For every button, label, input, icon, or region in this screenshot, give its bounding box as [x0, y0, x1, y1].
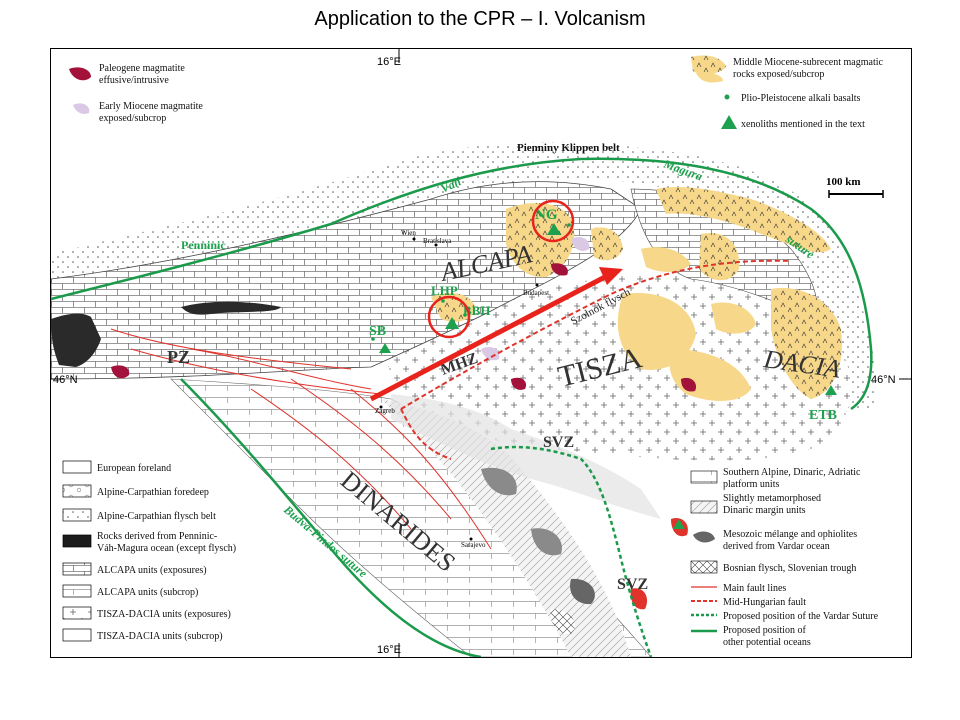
label-pienniny: Pienniny Klippen belt	[517, 142, 620, 154]
swatch-tisza-subcrop	[62, 628, 92, 642]
legend-flysch-belt: Alpine-Carpathian flysch belt	[97, 511, 216, 522]
coord-bottom: 16°E	[377, 644, 401, 656]
swatch-foredeep	[62, 484, 92, 498]
triangle-vardar	[673, 519, 685, 529]
legend-european-foreland: European foreland	[97, 463, 171, 474]
label-penninic: Penninic	[181, 238, 226, 252]
highlight-circle-ng	[531, 199, 575, 243]
swatch-dinaric-margin	[690, 500, 718, 514]
mid-hungarian-fault	[400, 259, 792, 410]
city-bratislava: Bratislava	[423, 237, 452, 245]
legend-miocene-2: rocks exposed/subcrop	[733, 69, 824, 80]
swatch-bosnian-flysch	[690, 560, 718, 574]
legend-foredeep: Alpine-Carpathian foredeep	[97, 487, 209, 498]
slide-title: Application to the CPR – I. Volcanism	[314, 8, 646, 30]
legend-top-left: Paleogene magmatite effusive/intrusive E…	[69, 63, 203, 124]
site-sb: SB	[369, 324, 386, 339]
legend-early-miocene-1: Early Miocene magmatite	[99, 101, 203, 112]
scale-bar: 100 km	[826, 176, 884, 198]
site-etb: ETB	[809, 408, 837, 423]
miocene-exposed-swatch	[691, 55, 726, 75]
geological-map: 16°E 16°E 46°N 46°N 100 km Paleogene mag…	[50, 48, 912, 658]
direction-arrow	[369, 267, 623, 402]
legend-penninic-rocks-2: Váh-Magura ocean (except flysch)	[97, 543, 236, 554]
legend-alkali-basalt: Plio-Pleistocene alkali basalts	[741, 93, 861, 104]
legend-penninic-rocks-1: Rocks derived from Penninic-	[97, 531, 217, 542]
legend-mid-hungarian: Mid-Hungarian fault	[723, 597, 806, 608]
city-zagreb: Zagreb	[375, 407, 395, 415]
scale-bar-label: 100 km	[826, 176, 861, 188]
legend-tisza-subcrop: TISZA-DACIA units (subcrop)	[97, 631, 223, 642]
region-svz-2: SVZ	[617, 576, 648, 593]
alkali-basalt-swatch	[724, 94, 730, 100]
swatch-tisza-exposures	[62, 606, 92, 620]
coord-top: 16°E	[377, 56, 401, 68]
legend-alcapa-exposures: ALCAPA units (exposures)	[97, 565, 207, 576]
coord-right: 46°N	[871, 374, 896, 386]
legend-melange-2: derived from Vardar ocean	[723, 541, 830, 552]
city-sarajevo: Sarajevo	[461, 541, 486, 549]
paleogene-swatch	[69, 67, 91, 81]
swatch-european-foreland	[62, 460, 92, 474]
legend-miocene-1: Middle Miocene-subrecent magmatic	[733, 57, 884, 68]
main-faults	[110, 328, 492, 550]
legend-alcapa-subcrop: ALCAPA units (subcrop)	[97, 587, 198, 598]
xenolith-sites	[371, 213, 837, 529]
legend-melange-1: Mesozoic mélange and ophiolites	[723, 529, 857, 540]
triangle-bbh	[445, 317, 459, 329]
triangle-sb	[379, 343, 391, 353]
region-pz: PZ	[167, 347, 190, 367]
legend-paleogene-1: Paleogene magmatite	[99, 63, 185, 74]
legend-southern-alpine-2: platform units	[723, 479, 779, 490]
swatch-penninic-rocks	[62, 534, 92, 548]
legend-dinaric-margin-2: Dinaric margin units	[723, 505, 806, 516]
legend-dinaric-margin-1: Slightly metamorphosed	[723, 493, 821, 504]
swatch-southern-alpine	[690, 470, 718, 484]
legend-bottom-left: European foreland Alpine-Carpathian fore…	[62, 460, 236, 642]
city-budapest: Budapest	[523, 289, 549, 297]
city-wien: Wien	[401, 229, 416, 237]
swatch-flysch-belt	[62, 508, 92, 522]
legend-main-faults: Main fault lines	[723, 583, 786, 594]
legend-paleogene-2: effusive/intrusive	[99, 75, 169, 86]
swatch-alcapa-exposures	[62, 562, 92, 576]
map-svg: 16°E 16°E 46°N 46°N 100 km Paleogene mag…	[51, 49, 911, 657]
legend-bottom-right: Southern Alpine, Dinaric, Adriatic platf…	[690, 467, 879, 648]
xenolith-swatch	[721, 115, 737, 129]
site-lhp: LHP	[431, 283, 458, 298]
legend-top-right: Middle Miocene-subrecent magmatic rocks …	[691, 55, 884, 130]
legend-xenoliths: xenoliths mentioned in the text	[741, 119, 865, 130]
legend-vardar: Proposed position of the Vardar Suture	[723, 611, 879, 622]
legend-other-oceans-2: other potential oceans	[723, 637, 811, 648]
triangle-ng	[547, 223, 561, 235]
highlight-circle-bbh	[427, 295, 471, 339]
legend-southern-alpine-1: Southern Alpine, Dinaric, Adriatic	[723, 467, 861, 478]
budva-pindos-suture	[180, 378, 482, 657]
coord-left: 46°N	[53, 374, 78, 386]
legend-other-oceans-1: Proposed position of	[723, 625, 806, 636]
miocene-subcrop-swatch	[696, 72, 723, 83]
site-ng: NG	[535, 207, 558, 223]
triangle-etb	[825, 385, 837, 395]
penninic-suture	[51, 157, 873, 411]
early-miocene-swatch	[73, 103, 90, 114]
region-svz-1: SVZ	[543, 434, 574, 451]
legend-early-miocene-2: exposed/subcrop	[99, 113, 166, 124]
swatch-melange	[693, 531, 715, 543]
legend-bosnian-flysch: Bosnian flysch, Slovenian trough	[723, 563, 856, 574]
legend-tisza-exposures: TISZA-DACIA units (exposures)	[97, 609, 231, 620]
swatch-alcapa-subcrop	[62, 584, 92, 598]
